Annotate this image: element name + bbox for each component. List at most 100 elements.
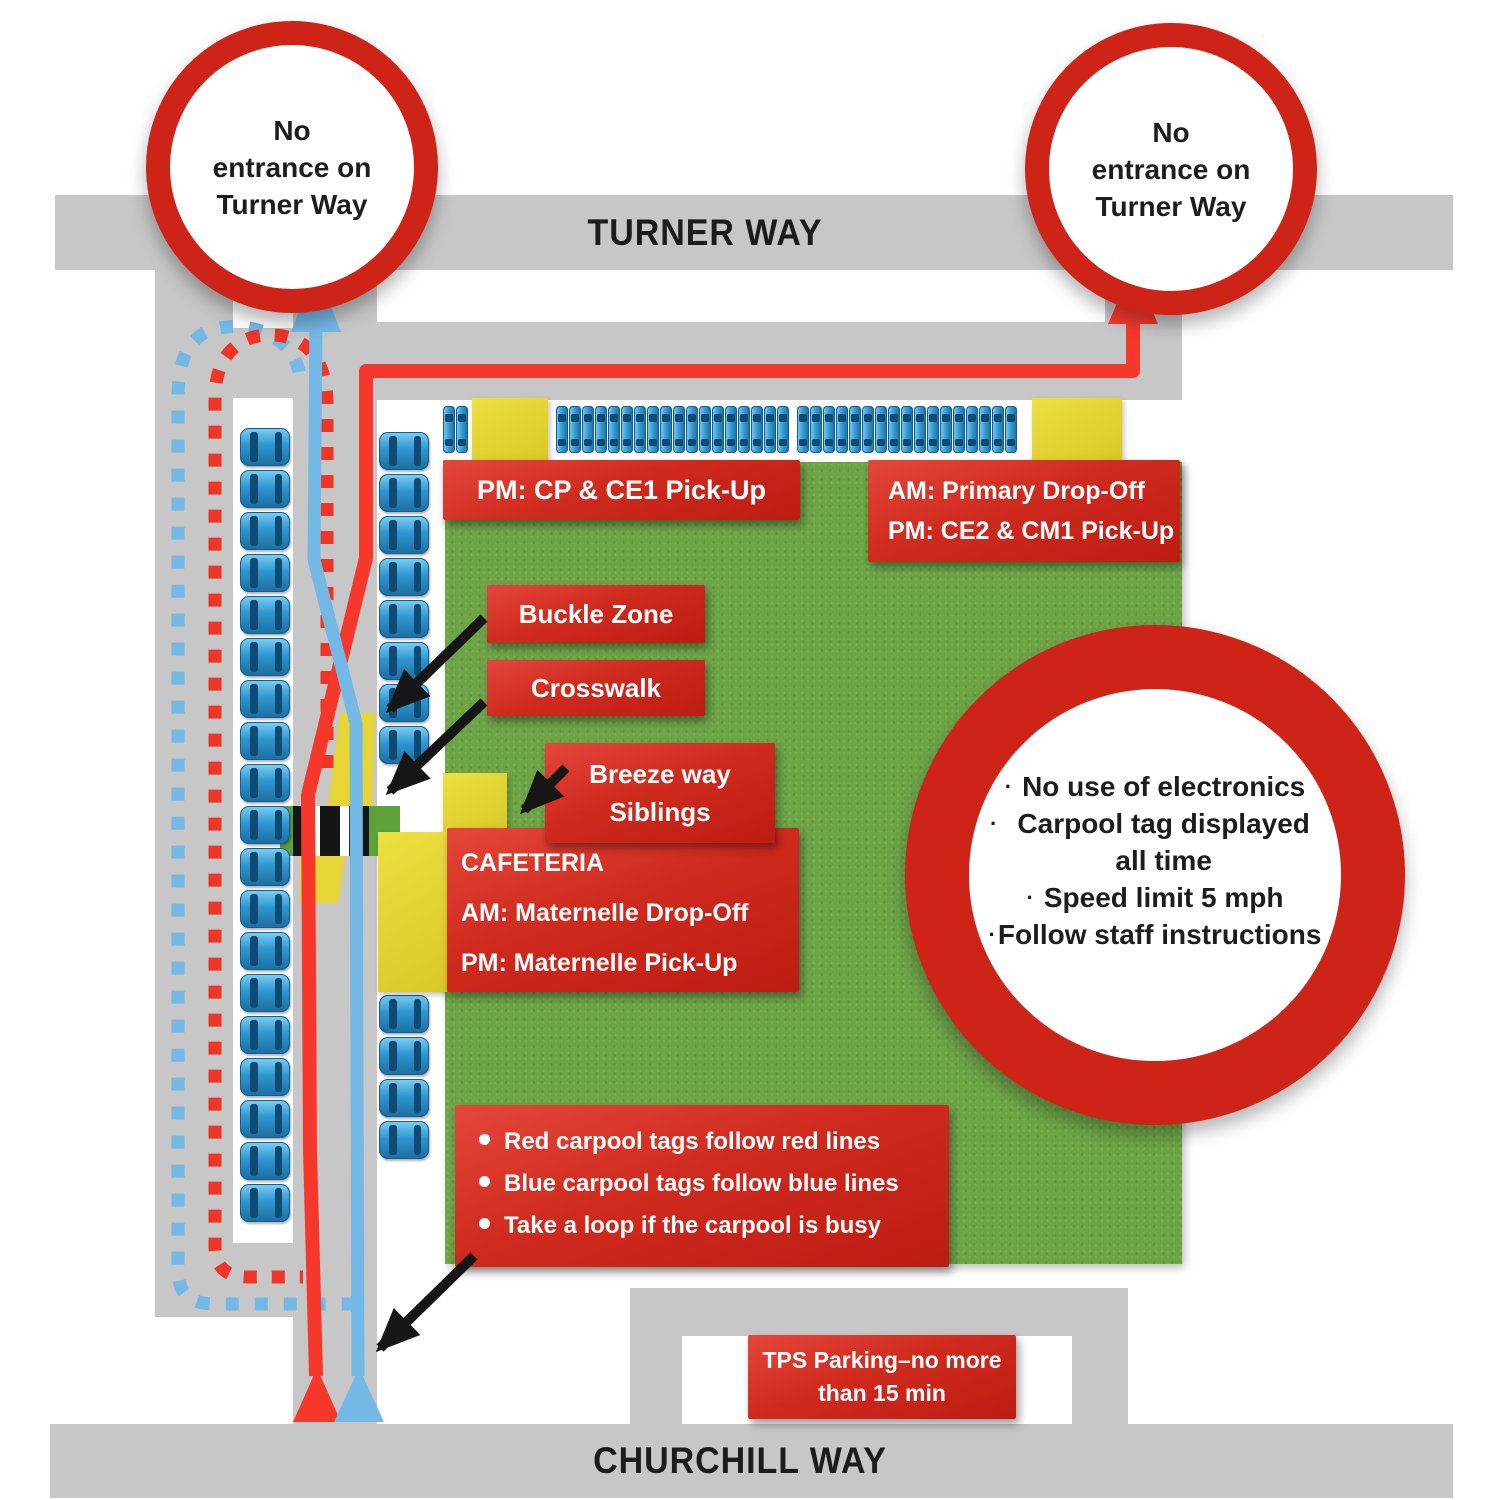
car-icon xyxy=(914,406,926,453)
road-churchill-way xyxy=(50,1424,1453,1498)
parking-column-inner-lower xyxy=(379,995,429,1159)
car-icon xyxy=(240,932,290,970)
car-icon xyxy=(379,1037,429,1075)
bullet-icon xyxy=(479,1176,490,1187)
car-icon xyxy=(240,764,290,802)
car-icon xyxy=(240,974,290,1012)
label-text: Siblings xyxy=(609,797,711,827)
car-icon xyxy=(379,684,429,722)
car-icon xyxy=(582,406,594,453)
car-icon xyxy=(686,406,698,453)
car-icon xyxy=(240,806,290,844)
zone-yellow-row-left xyxy=(472,398,548,460)
car-icon xyxy=(240,512,290,550)
car-icon xyxy=(240,638,290,676)
label-cafeteria: CAFETERIA AM: Maternelle Drop-Off PM: Ma… xyxy=(447,828,799,992)
sign-carpool-rules: · No use of electronics · Carpool tag di… xyxy=(905,625,1405,1125)
road-tps-lot-top xyxy=(630,1288,1128,1336)
car-icon xyxy=(927,406,939,453)
bullet-icon xyxy=(479,1134,490,1145)
car-icon xyxy=(953,406,965,453)
car-icon xyxy=(379,600,429,638)
car-icon xyxy=(862,406,874,453)
rule-item: · Follow staff instructions xyxy=(989,916,1322,953)
road-tps-lot-left xyxy=(630,1288,682,1424)
road-loop-left-lane xyxy=(155,270,233,1317)
car-icon xyxy=(901,406,913,453)
sign-text: Turner Way xyxy=(216,188,368,220)
car-icon xyxy=(823,406,835,453)
car-icon xyxy=(979,406,991,453)
car-icon xyxy=(888,406,900,453)
car-icon xyxy=(777,406,789,453)
sign-text: entrance on xyxy=(212,151,372,183)
car-icon xyxy=(240,1142,290,1180)
car-icon xyxy=(556,406,568,453)
road-label-churchill-way: CHURCHILL WAY xyxy=(593,1440,887,1481)
label-text: PM: CP & CE1 Pick-Up xyxy=(476,474,767,505)
car-icon xyxy=(849,406,861,453)
bullet-icon: · xyxy=(990,810,998,836)
label-buckle-zone: Buckle Zone xyxy=(487,585,705,643)
rule-item: · No use of electronics xyxy=(1005,768,1306,805)
car-icon xyxy=(673,406,685,453)
sign-text: No xyxy=(1152,116,1190,148)
label-text: CAFETERIA xyxy=(461,849,605,877)
car-icon xyxy=(966,406,978,453)
rule-text: Speed limit 5 mph xyxy=(1043,881,1284,913)
label-text: AM: Primary Drop-Off xyxy=(888,477,1145,505)
legend-text: Take a loop if the carpool is busy xyxy=(504,1212,881,1239)
road-loop-top-turn xyxy=(155,328,377,398)
car-icon xyxy=(699,406,711,453)
car-icon xyxy=(569,406,581,453)
car-icon xyxy=(240,1100,290,1138)
car-icon xyxy=(379,474,429,512)
car-icon xyxy=(647,406,659,453)
bullet-icon: · xyxy=(1004,773,1013,799)
car-icon xyxy=(634,406,646,453)
car-icon xyxy=(660,406,672,453)
rule-item: · Carpool tag displayed all time xyxy=(990,805,1320,879)
zone-breezeway-yellow xyxy=(443,773,507,833)
legend-text: Blue carpool tags follow blue lines xyxy=(504,1170,899,1197)
car-icon xyxy=(379,995,429,1033)
label-text: PM: Maternelle Pick-Up xyxy=(461,949,738,977)
rule-item: · Speed limit 5 mph xyxy=(1027,879,1284,916)
car-icon xyxy=(240,722,290,760)
rule-text: No use of electronics xyxy=(1022,770,1306,802)
car-icon xyxy=(725,406,737,453)
car-icon xyxy=(797,406,809,453)
car-icon xyxy=(240,1058,290,1096)
parking-column-inner-upper xyxy=(379,432,429,764)
rule-text: Follow staff instructions xyxy=(997,918,1322,950)
car-icon xyxy=(379,558,429,596)
legend-item: Red carpool tags follow red lines xyxy=(479,1125,949,1158)
label-pm-cp-ce1-pickup: PM: CP & CE1 Pick-Up xyxy=(443,460,800,520)
bullet-icon: · xyxy=(988,921,996,947)
sign-no-entrance-right: No entrance on Turner Way xyxy=(1025,23,1317,315)
car-icon xyxy=(379,642,429,680)
bullet-icon: · xyxy=(1026,884,1034,910)
road-label-turner-way: TURNER WAY xyxy=(587,212,823,253)
crosswalk-stripe xyxy=(340,806,349,856)
car-icon xyxy=(240,428,290,466)
car-icon xyxy=(240,680,290,718)
car-icon xyxy=(875,406,887,453)
arrow-carpool-entry xyxy=(375,1252,478,1353)
sign-text: No xyxy=(273,114,311,146)
sign-no-entrance-left: No entrance on Turner Way xyxy=(146,21,438,313)
car-icon xyxy=(240,890,290,928)
car-icon xyxy=(751,406,763,453)
car-icon xyxy=(379,1079,429,1117)
car-icon xyxy=(940,406,952,453)
label-text: Buckle Zone xyxy=(518,598,674,629)
label-text: Crosswalk xyxy=(530,672,662,703)
car-icon xyxy=(621,406,633,453)
road-tps-lot-right xyxy=(1072,1288,1128,1424)
sign-text: entrance on xyxy=(1091,153,1251,185)
car-icon xyxy=(379,1121,429,1159)
legend-item: Blue carpool tags follow blue lines xyxy=(479,1167,949,1200)
car-icon xyxy=(836,406,848,453)
parking-row-top-b xyxy=(556,406,789,453)
car-icon xyxy=(738,406,750,453)
